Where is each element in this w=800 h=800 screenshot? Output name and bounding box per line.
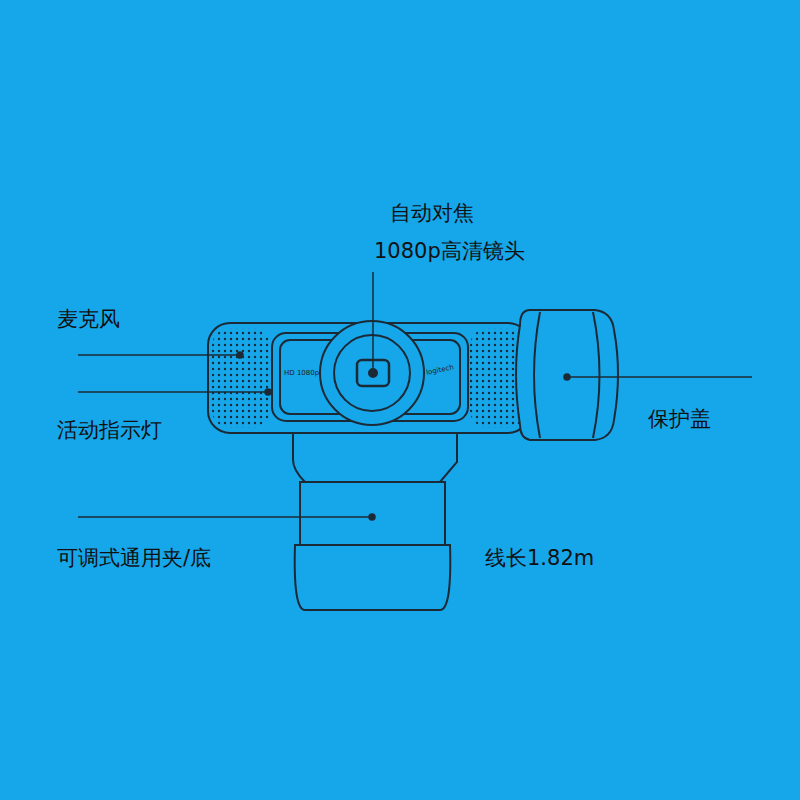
lens-ring-inner — [334, 335, 410, 411]
clip-base — [295, 545, 451, 610]
leader-dot — [369, 514, 375, 520]
callout-label: 自动对焦 — [390, 201, 474, 226]
callout-label: 保护盖 — [648, 407, 711, 432]
leader-dot — [564, 374, 570, 380]
callout-label: 1080p高清镜头 — [374, 239, 525, 264]
product-marking: HD 1080p — [284, 369, 319, 377]
leader-dot — [265, 389, 271, 395]
callout-label: 线长1.82m — [485, 546, 594, 571]
leader-line — [372, 272, 374, 368]
leader-line — [78, 354, 240, 356]
lens-cap-edge — [534, 312, 540, 438]
callout-label: 麦克风 — [57, 307, 120, 332]
leader-line — [78, 391, 268, 393]
callout-label: 可调式通用夹/底 — [57, 546, 211, 571]
leader-line — [78, 516, 372, 518]
speaker-grille — [212, 328, 270, 428]
leader-line — [567, 376, 752, 378]
lens-dot — [369, 369, 377, 377]
leader-dot — [237, 352, 243, 358]
lens-cap-edge — [593, 312, 600, 438]
lens-cap — [516, 310, 618, 440]
clip-middle — [300, 482, 445, 545]
lens-ring — [320, 321, 424, 425]
callout-label: 活动指示灯 — [57, 418, 162, 443]
clip-top — [293, 428, 457, 482]
